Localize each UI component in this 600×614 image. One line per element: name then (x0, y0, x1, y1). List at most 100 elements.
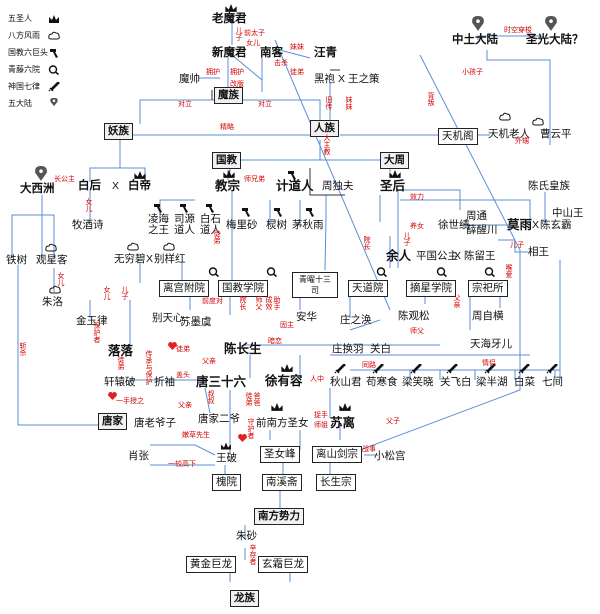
relation-label: 守护者 (247, 418, 254, 439)
zhu-luo: 朱洛 (42, 296, 63, 308)
xiao-song-gong: 小松宫 (374, 450, 406, 462)
sword-icon (446, 364, 458, 374)
relation-label: 改版 (230, 81, 244, 88)
legend-label: 青藤六院 (8, 65, 40, 74)
tian-ji-ge-box: 天机阁 (438, 128, 478, 145)
relation-label: 养女 (410, 223, 424, 230)
sheng-hou: 圣后 (380, 179, 406, 193)
mo-yu: 莫雨 (507, 218, 533, 232)
relation-label: 拥护 (206, 69, 220, 76)
chen-shi-huang-zu: 陈氏皇族 (528, 180, 570, 192)
crown-icon (271, 403, 283, 411)
xin-mo-jun: 新魔君 (212, 47, 247, 59)
relation-label: 时空穿梭 (504, 27, 532, 34)
relation-label: 拥护 (230, 69, 244, 76)
si-yuan-dao-ren: 司源道人 (174, 213, 195, 236)
guan-fei-bai: 关飞白 (440, 376, 472, 388)
relation-label: 师父 (410, 328, 424, 335)
relation-label: 辛存者 (249, 544, 256, 565)
long-zu-box: 龙族 (230, 590, 259, 607)
li-shan-jian-zong-box: 离山剑宗 (312, 446, 362, 463)
relation-label: 击杀 (274, 60, 288, 67)
cloud-icon (499, 112, 511, 121)
cloud-icon (127, 242, 139, 251)
chang-sheng-zong-box: 长生宗 (316, 474, 356, 491)
sword-icon (48, 82, 60, 92)
magnifier-icon (208, 267, 220, 277)
sword-icon (334, 364, 346, 374)
guan-bai: 关白 (370, 343, 391, 355)
relation-label: 精略 (220, 124, 234, 131)
xue-xing-chuan: 薛醒川 (466, 224, 498, 236)
bai-cai: 白菜 (514, 376, 535, 388)
xiang-wang: 相王 (528, 246, 549, 258)
yu-ren: 余人 (386, 249, 412, 263)
ling-shu: 棂树 (266, 219, 287, 231)
ji-dao-ren: 计道人 (276, 179, 314, 193)
xiao-zhang: 肖张 (128, 450, 149, 462)
zhou-du-fu: 周独夫 (322, 180, 354, 192)
relation-label: 儿子 (403, 232, 410, 246)
magnifier-icon (484, 267, 496, 277)
relation-label: 对立 (178, 101, 192, 108)
relation-label: 徒弟 (290, 69, 304, 76)
guan-xing-ke: 观星客 (36, 254, 68, 266)
tang-san-shi-liu: 唐三十六 (196, 375, 247, 389)
zhou-zi-heng: 周自横 (472, 310, 504, 322)
chen-chang-sheng: 陈长生 (224, 342, 262, 356)
relation-label: 成效 (265, 296, 272, 310)
wang-zhi-ce: 王之策 (348, 73, 380, 85)
relation-label: 外甥 (515, 138, 529, 145)
da-xi-zhou: 大西洲 (20, 183, 55, 195)
crown-icon (49, 15, 59, 23)
heart-icon (108, 392, 117, 400)
cao-yun-ping: 曹云平 (540, 128, 572, 140)
guo-jiao-xue-yuan-box: 国教学院 (218, 280, 268, 297)
hammer-icon (50, 49, 58, 58)
relation-label: 徒弟 (176, 346, 190, 353)
x-marker: X (338, 73, 346, 85)
bai-di: 白帝 (128, 180, 151, 192)
relation-label: 暗恋 (268, 338, 282, 345)
location-pin-icon (35, 166, 47, 181)
sword-icon (546, 364, 558, 374)
crown-icon (389, 170, 401, 178)
hammer-icon (306, 208, 314, 217)
relation-label: 儿子 (235, 27, 242, 41)
crown-icon (134, 171, 146, 179)
relation-label: 一手授之 (116, 398, 144, 405)
zhe-xiu: 折袖 (154, 376, 175, 388)
relation-label: 盖头 (176, 372, 190, 379)
x-marker: X (454, 250, 462, 262)
relation-label: 战事 (362, 446, 376, 453)
cloud-icon (49, 285, 61, 294)
qi-jian: 七间 (542, 376, 563, 388)
magnifier-icon (376, 267, 388, 277)
relation-label: 对立 (258, 101, 272, 108)
mao-qiu-yu: 茅秋雨 (292, 219, 324, 231)
sheng-guang-da-lu: 圣光大陆？ (526, 34, 584, 46)
liang-xiao-xiao: 梁笑晓 (402, 376, 434, 388)
luo-luo: 落落 (108, 344, 134, 358)
gou-han-shi: 苟寒食 (366, 376, 398, 388)
relation-label: 院长 (363, 236, 370, 250)
nan-ke: 南客 (260, 47, 283, 59)
relation-label: 父亲 (202, 358, 216, 365)
relation-label: 爸爸 (253, 392, 260, 406)
relation-label: 师父 (255, 296, 262, 310)
relation-label: 妹妹 (345, 96, 352, 110)
legend-label: 八方风雨 (8, 31, 40, 40)
relation-label: 嫩草先生 (182, 432, 210, 439)
zhai-xing-xue-yuan-box: 摘星学院 (406, 280, 456, 297)
crown-icon (225, 4, 237, 12)
li-gong-fu-yuan-box: 离宫附院 (159, 280, 209, 297)
yao-zu-box: 妖族 (104, 123, 133, 140)
relation-label: 儿子 (121, 286, 128, 300)
relation-label: 保护者 (93, 322, 100, 343)
cloud-icon (163, 242, 175, 251)
wang-qing: 汪青 (314, 47, 337, 59)
magnifier-icon (436, 267, 448, 277)
mo-zu-box: 魔族 (214, 87, 243, 104)
xuan-shuang-ju-long-box: 玄霜巨龙 (258, 556, 308, 573)
relation-label: 助手 (273, 296, 280, 310)
